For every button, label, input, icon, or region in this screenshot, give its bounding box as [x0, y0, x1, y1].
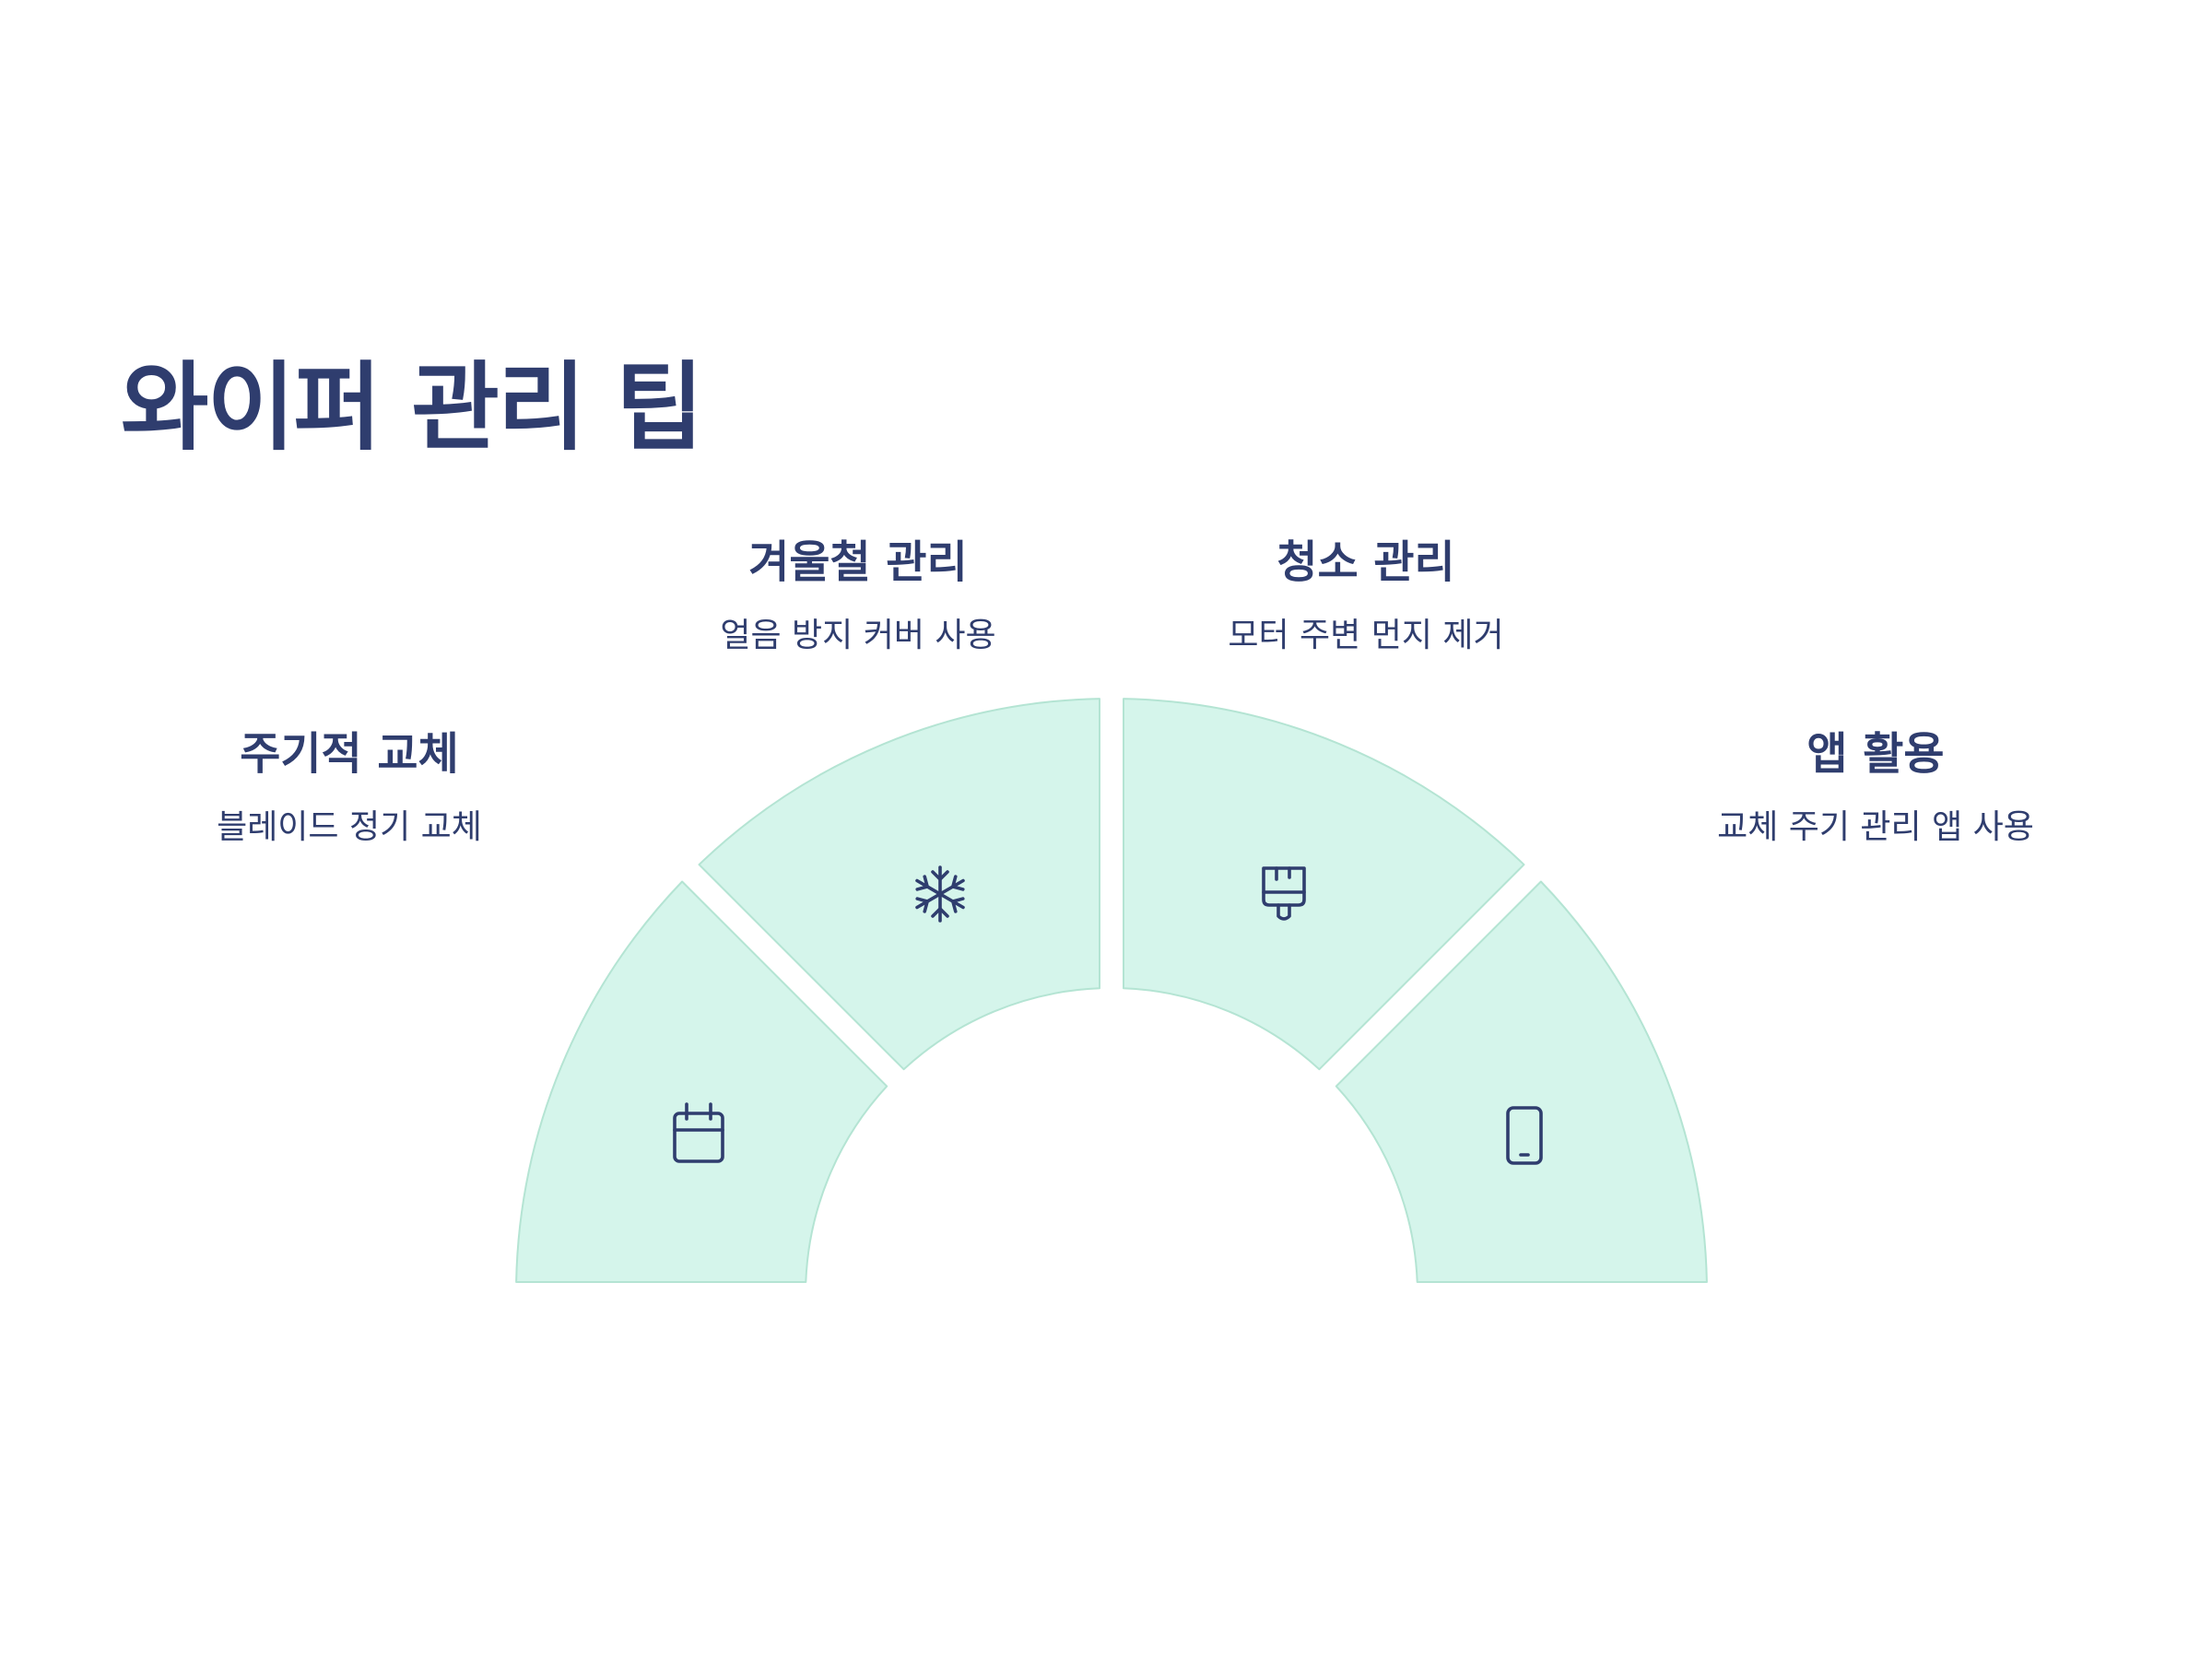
tip-title: 앱 활용: [1806, 728, 1945, 780]
snowflake-icon: [915, 865, 965, 923]
segment-cleaning-care: [1123, 698, 1525, 1071]
tip-title: 겨울철 관리: [748, 536, 968, 588]
segment-winter-care: [698, 698, 1100, 1071]
tip-title: 주기적 교체: [240, 728, 459, 780]
segment-app-usage: [1335, 880, 1708, 1283]
tip-description: 블레이드 정기 교체: [217, 807, 482, 846]
calendar-icon: [673, 1102, 724, 1163]
tip-winter-care: 겨울철 관리 얼음 방지 커버 사용: [720, 536, 995, 655]
tip-periodic-replacement: 주기적 교체 블레이드 정기 교체: [217, 728, 482, 847]
paint-brush-icon: [1262, 866, 1306, 921]
smartphone-icon: [1506, 1106, 1543, 1165]
tip-title: 청소 관리: [1277, 536, 1455, 588]
segment-periodic-replacement: [515, 880, 888, 1283]
tip-cleaning-care: 청소 관리 모터 주변 먼지 제거: [1228, 536, 1503, 655]
tip-description: 얼음 방지 커버 사용: [720, 616, 996, 654]
tip-description: 모터 주변 먼지 제거: [1228, 616, 1504, 654]
page-title: 와이퍼 관리 팁: [121, 351, 703, 464]
tip-description: 교체 주기 관리 앱 사용: [1717, 807, 2034, 846]
tip-app-usage: 앱 활용 교체 주기 관리 앱 사용: [1717, 728, 2034, 847]
